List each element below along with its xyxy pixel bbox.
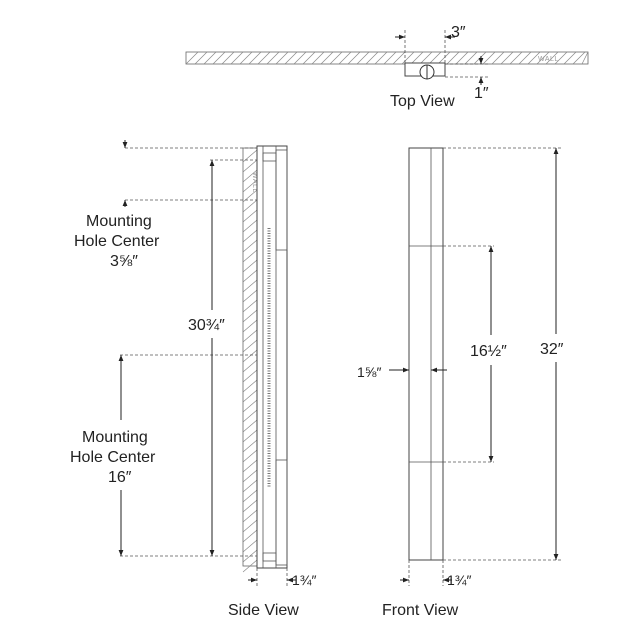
upper-mount-value: 3⅝″ xyxy=(110,253,138,270)
top-wall-section: WALL xyxy=(185,51,589,65)
top-view: WALL 3″ 1″ Top View xyxy=(185,24,589,110)
upper-mount-line2: Hole Center xyxy=(74,233,160,250)
front-dim-center: 16½″ xyxy=(470,343,507,360)
front-fixture-body xyxy=(408,147,444,561)
front-dim-width: 1¾″ xyxy=(447,572,471,588)
side-upper-cap xyxy=(275,149,288,251)
lower-mount-line1: Mounting xyxy=(82,429,148,446)
front-dim-overall: 32″ xyxy=(540,341,564,358)
side-dim-depth: 1¾″ xyxy=(292,572,316,588)
lower-mount-line2: Hole Center xyxy=(70,449,156,466)
top-wall-label: WALL xyxy=(538,56,559,63)
front-view: 16½″ 32″ 1⅝″ 1¾″ Front View xyxy=(357,147,577,619)
top-dim-width: 3″ xyxy=(451,24,466,41)
top-dim-depth: 1″ xyxy=(474,85,489,102)
side-wall-section: WALL xyxy=(242,147,258,573)
side-fixture-body xyxy=(256,145,288,569)
side-dim-overall: 30¾″ xyxy=(188,317,225,334)
side-view: WALL Mounting Hole Center 3⅝″ 30¾″ Mount xyxy=(70,140,316,619)
front-view-title: Front View xyxy=(382,602,459,619)
side-wall-label: WALL xyxy=(251,172,258,193)
top-view-title: Top View xyxy=(390,93,455,110)
front-dim-width-narrow: 1⅝″ xyxy=(357,364,381,380)
side-view-title: Side View xyxy=(228,602,299,619)
side-lower-cap xyxy=(275,459,288,566)
lower-mount-value: 16″ xyxy=(108,469,132,486)
upper-mount-line1: Mounting xyxy=(86,213,152,230)
